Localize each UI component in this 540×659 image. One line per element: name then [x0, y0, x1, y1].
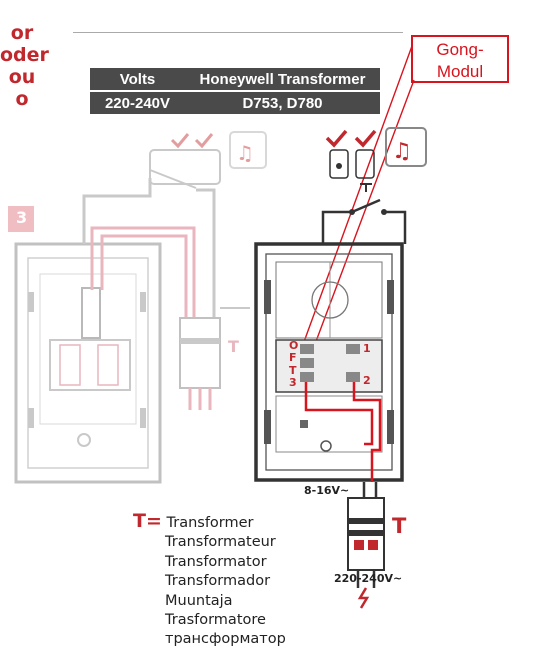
gong-pointer-line [300, 45, 413, 351]
svg-text:♫: ♫ [392, 139, 412, 164]
legend-item: Transformateur [165, 534, 276, 551]
terminal-label-f: F [289, 351, 297, 364]
gong-modul-label: Gong- Modul [411, 35, 509, 83]
legend-item: Transformer [166, 515, 254, 531]
or-word-it: o [15, 88, 29, 110]
check-icon [325, 129, 348, 148]
terminal-label-1: 1 [363, 342, 371, 355]
table-row: 220-240V D753, D780 [90, 90, 380, 114]
svg-text:T: T [228, 337, 239, 356]
transformer-table: Volts Honeywell Transformer 220-240V D75… [90, 68, 380, 114]
legend-item: Transformator [165, 553, 267, 570]
transformer [347, 497, 385, 609]
chime-unit [254, 183, 407, 498]
table-header-row: Volts Honeywell Transformer [90, 68, 380, 90]
gong-pointer-line [302, 79, 415, 377]
transformer-legend: T= Transformer Transformateur Transforma… [133, 510, 286, 650]
legend-item: трансформатор [165, 631, 286, 648]
table-header-transformer: Honeywell Transformer [199, 70, 366, 88]
legend-item: Transformador [165, 573, 271, 590]
table-cell-models: D753, D780 [242, 94, 323, 112]
step-number: 3 [16, 208, 28, 227]
table-header-volts: Volts [119, 70, 156, 88]
voltage-low-label: 8-16V~ [304, 484, 350, 497]
or-word-de: oder [0, 44, 49, 66]
or-words: or oder ou o [0, 22, 49, 110]
music-note-icon [385, 127, 427, 167]
feature-icons: ♫ [325, 127, 427, 179]
bell-push-icon [329, 149, 349, 179]
terminal-label-2: 2 [363, 374, 371, 387]
svg-text:♫: ♫ [236, 141, 254, 165]
transformer-symbol: T [392, 514, 407, 538]
terminal-label-3: 3 [289, 376, 297, 389]
check-icon [354, 129, 377, 148]
faded-chime-unit: T ♫ [8, 131, 267, 484]
legend-first-row: T= Transformer [133, 510, 286, 533]
top-divider [73, 32, 403, 33]
or-word-en: or [10, 22, 34, 44]
legend-item: Trasformatore [165, 612, 266, 629]
voltage-high-label: 220-240V~ [334, 572, 403, 585]
legend-item: Muuntaja [165, 592, 233, 609]
or-word-fr: ou [8, 66, 36, 88]
terminal-label-t: T [289, 364, 297, 377]
legend-symbol: T [133, 510, 146, 532]
table-cell-volts: 220-240V [104, 94, 171, 112]
terminal-label-o: O [289, 339, 299, 352]
legend-equals: = [145, 510, 162, 532]
gong-modul-text: Gong- Modul [436, 40, 484, 81]
